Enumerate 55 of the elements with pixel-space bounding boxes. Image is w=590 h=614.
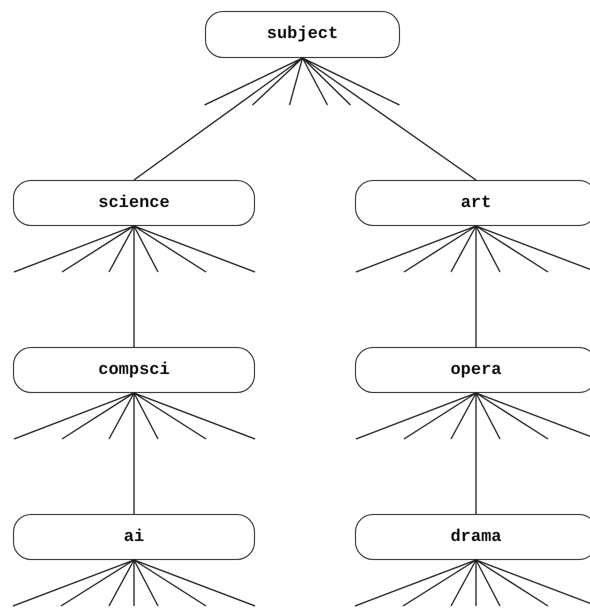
- branch-line: [134, 392, 206, 440]
- branch-line: [476, 225, 590, 273]
- branch-line: [108, 226, 135, 272]
- topic-box: art: [355, 180, 590, 226]
- branch-line: [134, 225, 256, 273]
- branch-line: [108, 392, 135, 440]
- connector-line: [133, 226, 135, 347]
- branch-line: [450, 560, 477, 606]
- branch-line: [134, 559, 206, 607]
- branch-line: [62, 225, 134, 273]
- branch-line: [356, 225, 476, 273]
- branch-line: [288, 58, 304, 106]
- branch-line: [204, 57, 303, 106]
- branch-line: [402, 559, 476, 607]
- branch-line: [404, 392, 476, 440]
- topic-box: opera: [355, 347, 590, 393]
- branch-line: [475, 392, 501, 440]
- branch-line: [475, 226, 501, 272]
- connector-line: [475, 393, 477, 514]
- connector-line: [133, 393, 135, 514]
- branch-line: [133, 560, 135, 606]
- topic-box: subject: [205, 11, 400, 58]
- branch-line: [252, 58, 303, 106]
- branch-line: [302, 57, 400, 106]
- branch-line: [476, 225, 548, 273]
- topic-box: drama: [355, 514, 590, 560]
- branch-line: [475, 560, 501, 606]
- branch-line: [133, 226, 159, 272]
- branch-line: [476, 392, 590, 440]
- branch-line: [14, 225, 134, 273]
- branch-line: [62, 392, 134, 440]
- connector-line: [475, 226, 477, 347]
- branch-line: [450, 226, 477, 272]
- branch-line: [476, 392, 548, 440]
- branch-line: [134, 559, 256, 607]
- branch-line: [12, 559, 134, 607]
- branch-line: [356, 392, 476, 440]
- branch-line: [302, 58, 328, 106]
- branch-line: [60, 559, 134, 607]
- branch-line: [476, 559, 590, 607]
- branch-line: [14, 392, 134, 440]
- topic-box: compsci: [13, 347, 255, 393]
- branch-line: [475, 560, 477, 606]
- branch-line: [134, 225, 206, 273]
- topic-box: ai: [13, 514, 255, 560]
- branch-line: [134, 392, 256, 440]
- branch-line: [302, 58, 351, 106]
- branch-line: [133, 392, 159, 440]
- branch-line: [108, 560, 135, 606]
- branch-line: [354, 559, 476, 607]
- topic-box: science: [13, 180, 255, 226]
- branch-line: [404, 225, 476, 273]
- branch-line: [476, 559, 548, 607]
- branch-line: [450, 392, 477, 440]
- branch-line: [133, 560, 159, 606]
